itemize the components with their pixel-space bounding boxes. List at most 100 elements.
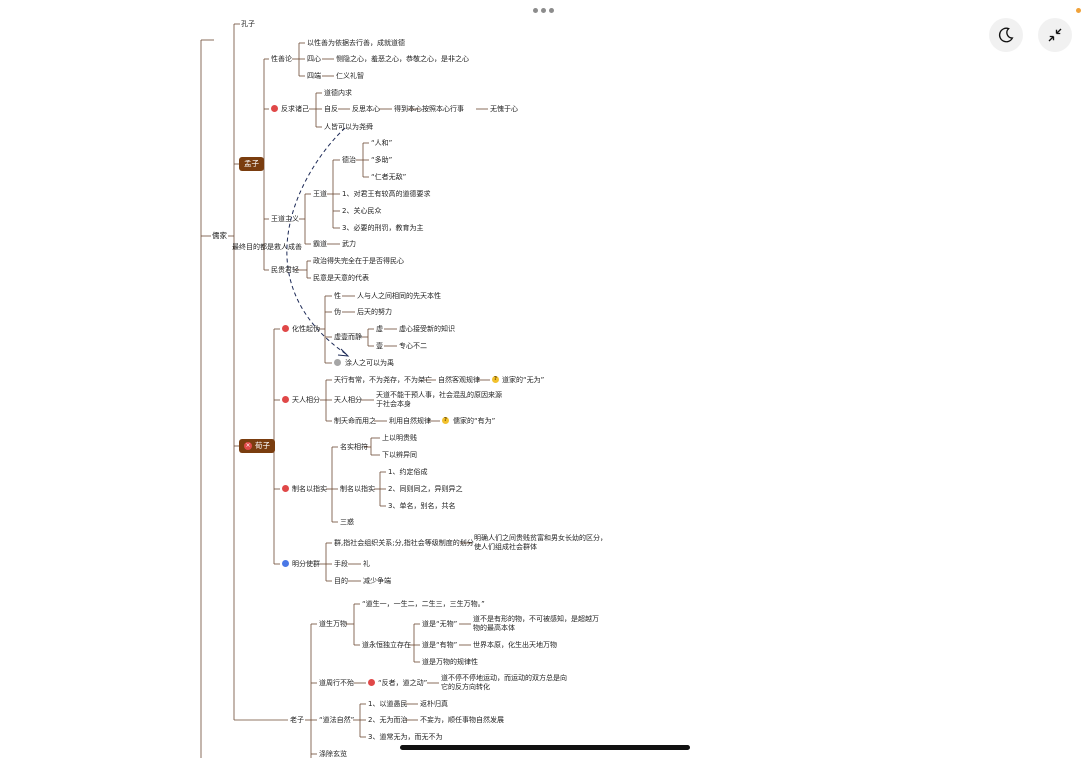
node-dezhi-item[interactable]: “多助”	[371, 156, 393, 164]
node-minguijunqing[interactable]: 民贵君轻	[271, 266, 299, 274]
node-fanzhe[interactable]: “反者，道之动”	[378, 679, 428, 687]
node-yongheng[interactable]: 道永恒独立存在	[362, 641, 411, 649]
node-zhitian-chain[interactable]: 利用自然规律	[389, 417, 431, 425]
node-fazi-item[interactable]: 1、以道愚民	[368, 700, 408, 708]
node-fanzhe-detail[interactable]: 道不停不停地运动，而运动的双方总是向它的反方向转化	[441, 674, 567, 691]
red-dot-icon	[368, 679, 375, 686]
relation-arrowhead	[337, 348, 350, 357]
node-dao-you-detail[interactable]: 世界本原，化生出天地万物	[473, 641, 557, 649]
node-shouduan[interactable]: 手段	[334, 560, 348, 568]
node-sanhuo[interactable]: 三惑	[340, 518, 354, 526]
node-tianxing[interactable]: 天行有常，不为尧存，不为桀亡	[334, 376, 432, 384]
more-menu-button[interactable]	[533, 8, 554, 13]
node-zhitian[interactable]: 制天命而用之	[334, 417, 376, 425]
node-mudi[interactable]: 目的	[334, 577, 348, 585]
node-tianren-detail[interactable]: 天道不能干预人事，社会混乱的原因来源于社会本身	[376, 391, 502, 408]
node-wangdao-item[interactable]: 1、对君王有较高的道德要求	[342, 190, 431, 198]
node-zifan-chain[interactable]: 反思本心	[352, 105, 380, 113]
node-tianxing-chain[interactable]: 自然客观规律	[438, 376, 480, 384]
node-dao-you[interactable]: 道是“有物”	[422, 641, 458, 649]
node-daosheng[interactable]: 道生万物	[319, 620, 347, 628]
node-badao-detail[interactable]: 武力	[342, 240, 356, 248]
node-xu[interactable]: 虚	[376, 325, 383, 333]
node-minguijunqing-item[interactable]: 政治得失完全在于是否得民心	[313, 257, 404, 265]
node-qun[interactable]: 群,指社会组织关系;分,指社会等级制度的划分	[334, 539, 474, 547]
node-sixin[interactable]: 四心	[307, 55, 321, 63]
node-zifan-chain[interactable]: 无愧于心	[490, 105, 518, 113]
node-zhiming-sub[interactable]: 制名以指实	[340, 485, 375, 493]
node-wuwei-detail[interactable]: 不妄为，顺任事物自然发展	[420, 716, 504, 724]
node-dezhi-item[interactable]: “人和”	[371, 139, 393, 147]
node-huaxing[interactable]: 化性起伪	[292, 325, 320, 333]
node-sixin-detail[interactable]: 恻隐之心，羞恶之心，恭敬之心，是非之心	[336, 55, 469, 63]
node-fazi[interactable]: “道法自然”	[319, 716, 355, 724]
node-daosheng-quote[interactable]: “道生一，一生二，二生三，三生万物。”	[362, 600, 485, 608]
home-indicator[interactable]	[400, 745, 690, 750]
node-dichu[interactable]: 涤除玄览	[319, 750, 347, 758]
node-wangdao-note[interactable]: 最终目的都是救人成善	[232, 243, 302, 251]
node-fazi-item[interactable]: 3、道常无为，而无不为	[368, 733, 443, 741]
red-dot-icon	[282, 325, 289, 332]
node-zhiming-item[interactable]: 3、单名，别名，共名	[388, 502, 456, 510]
node-yi[interactable]: 壹	[376, 342, 383, 350]
node-zhiming[interactable]: 制名以指实	[292, 485, 327, 493]
node-siduan-detail[interactable]: 仁义礼智	[336, 72, 364, 80]
node-turen[interactable]: 涂人之可以为禹	[345, 359, 394, 367]
close-icon[interactable]: ×	[244, 442, 252, 450]
node-xingshan[interactable]: 性善论	[271, 55, 292, 63]
node-yaoshun[interactable]: 人皆可以为尧舜	[324, 123, 373, 131]
node-kongzi[interactable]: 孔子	[241, 20, 255, 28]
node-mingfen[interactable]: 明分使群	[292, 560, 320, 568]
node-mengzi[interactable]: 孟子	[239, 157, 264, 171]
node-shouduan-detail[interactable]: 礼	[363, 560, 370, 568]
node-tianrenxiangfen[interactable]: 天人相分	[334, 396, 362, 404]
node-wei[interactable]: 伪	[334, 308, 341, 316]
node-dao-guilv[interactable]: 道是万物的规律性	[422, 658, 478, 666]
node-zifan[interactable]: 自反	[324, 105, 338, 113]
dark-mode-button[interactable]	[989, 18, 1023, 52]
node-qun-detail[interactable]: 明确人们之间贵贱贫富和男女长幼的区分，使人们组成社会群体	[474, 534, 607, 551]
node-siduan[interactable]: 四端	[307, 72, 321, 80]
node-dao-wu-detail[interactable]: 道不是有形的物，不可被感知，是超越万物的最高本体	[473, 615, 599, 632]
node-fanqiu[interactable]: 反求诸己	[281, 105, 309, 113]
node-minguijunqing-item[interactable]: 民意是天意的代表	[313, 274, 369, 282]
node-zhiming-item[interactable]: 1、约定俗成	[388, 468, 428, 476]
node-dezhi-item[interactable]: “仁者无敌”	[371, 173, 407, 181]
node-xing-detail[interactable]: 人与人之间相同的先天本性	[357, 292, 441, 300]
node-xing[interactable]: 性	[334, 292, 341, 300]
node-badao[interactable]: 霸道	[313, 240, 327, 248]
node-xuyi[interactable]: 虚壹而静	[334, 333, 362, 341]
node-yi-detail[interactable]: 专心不二	[399, 342, 427, 350]
node-daojia[interactable]: 道家的“无为”	[502, 376, 545, 384]
node-zhouxing[interactable]: 道周行不殆	[319, 679, 354, 687]
node-wangdaozhuyi[interactable]: 王道主义	[271, 215, 299, 223]
node-wangdao-item[interactable]: 2、关心民众	[342, 207, 382, 215]
node-mingshi[interactable]: 名实相符	[340, 443, 368, 451]
node-wangdao[interactable]: 王道	[313, 190, 327, 198]
node-rujia[interactable]: 儒家的“有为”	[453, 417, 496, 425]
node-dezhi[interactable]: 德治	[342, 156, 356, 164]
question-icon: ?	[492, 376, 499, 383]
node-tianren[interactable]: 天人相分	[292, 396, 320, 404]
node-fanqiu-item[interactable]: 道德内求	[324, 89, 352, 97]
node-root[interactable]: 儒家	[212, 231, 227, 240]
gray-dot-icon	[334, 359, 341, 366]
node-mudi-detail[interactable]: 减少争端	[363, 577, 391, 585]
node-yumin-detail[interactable]: 返朴归真	[420, 700, 448, 708]
node-dao-wu[interactable]: 道是“无物”	[422, 620, 458, 628]
node-mingshi-item[interactable]: 下以辨异同	[382, 451, 417, 459]
node-wei-detail[interactable]: 后天的努力	[357, 308, 392, 316]
node-xingshan-item[interactable]: 以性善为依据去行善，成就道德	[307, 39, 405, 47]
red-dot-icon	[271, 105, 278, 112]
node-mingshi-item[interactable]: 上以明贵贱	[382, 434, 417, 442]
node-fazi-item[interactable]: 2、无为而治	[368, 716, 408, 724]
node-xunzi[interactable]: ×荀子	[239, 439, 275, 453]
node-zifan-chain[interactable]: 得到本心	[394, 105, 422, 113]
node-xu-detail[interactable]: 虚心接受新的知识	[399, 325, 455, 333]
node-laozi[interactable]: 老子	[290, 716, 304, 724]
collapse-button[interactable]	[1038, 18, 1072, 52]
node-zifan-chain[interactable]: 按照本心行事	[422, 105, 464, 113]
node-zhiming-item[interactable]: 2、同则同之，异则异之	[388, 485, 463, 493]
node-wangdao-item[interactable]: 3、必要的刑罚，教育为主	[342, 224, 424, 232]
